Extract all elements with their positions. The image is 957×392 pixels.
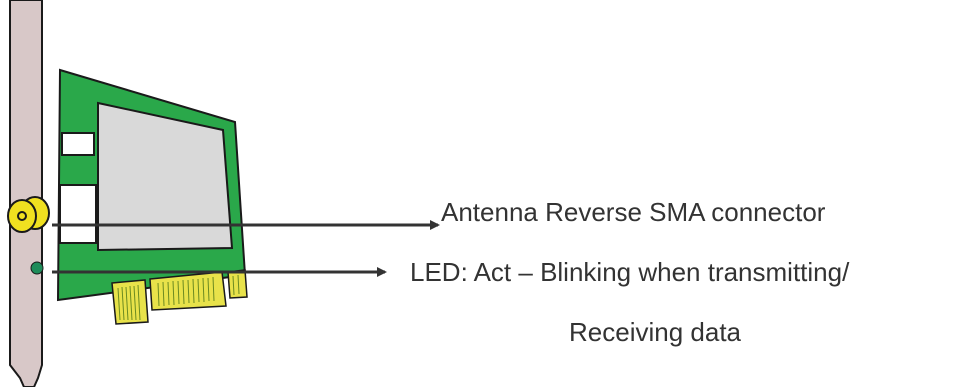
led-callout-label-line2: Receiving data bbox=[569, 317, 741, 347]
sma-connector bbox=[7, 196, 50, 233]
pcb-notch bbox=[59, 184, 97, 244]
led-callout-label-line1: LED: Act – Blinking when transmitting/ bbox=[410, 257, 850, 287]
antenna-callout-label: Antenna Reverse SMA connector bbox=[441, 197, 826, 227]
pcb-notch bbox=[61, 132, 95, 156]
led-indicator bbox=[30, 261, 44, 275]
pcb-label-area bbox=[97, 101, 234, 252]
metal-bracket bbox=[9, 0, 43, 388]
